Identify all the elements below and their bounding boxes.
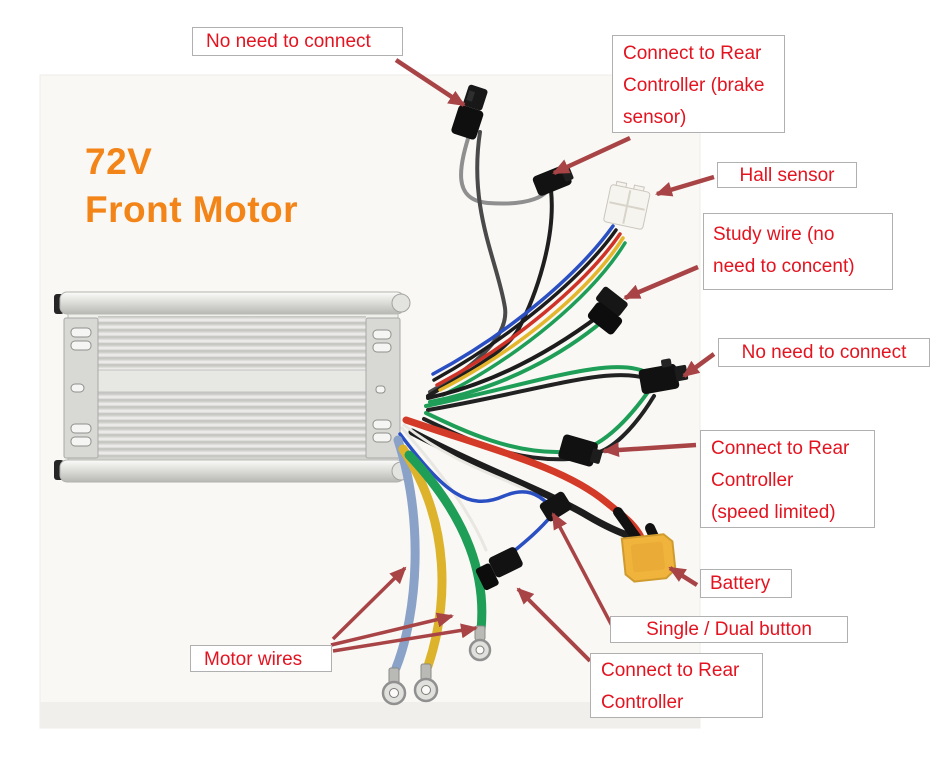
arrow-motor-wire-yellow bbox=[330, 612, 454, 647]
label-speed-limited: Connect to Rear Controller (speed limite… bbox=[700, 430, 875, 528]
connector-rear-controller bbox=[475, 547, 523, 591]
label-study-wire: Study wire (no need to concent) bbox=[703, 213, 893, 290]
annotation-arrows bbox=[330, 58, 716, 663]
arrow-no-connect-top bbox=[394, 58, 466, 107]
arrow-study-wire bbox=[623, 264, 699, 301]
label-single-dual-button: Single / Dual button bbox=[610, 616, 848, 643]
connector-study-wire bbox=[587, 286, 628, 335]
battery-xt60-connector bbox=[620, 533, 677, 583]
right-bracket bbox=[365, 317, 401, 459]
label-no-need-to-connect-right: No need to connect bbox=[718, 338, 930, 367]
label-no-need-to-connect-top: No need to connect bbox=[192, 27, 403, 56]
label-rear-controller: Connect to Rear Controller bbox=[590, 653, 763, 718]
label-battery: Battery bbox=[700, 569, 792, 598]
left-bracket bbox=[63, 317, 99, 459]
ring-terminal-yellow bbox=[413, 663, 439, 703]
arrow-brake-sensor bbox=[552, 135, 631, 176]
connector-hall-sensor bbox=[603, 180, 651, 230]
product-title: 72V Front Motor bbox=[85, 138, 298, 234]
controller-heatsink bbox=[54, 291, 411, 483]
arrow-motor-wire-green bbox=[332, 623, 478, 653]
product-title-motor: Front Motor bbox=[85, 189, 299, 230]
arrow-hall-sensor bbox=[655, 174, 715, 197]
label-motor-wires: Motor wires bbox=[190, 645, 332, 672]
arrow-single-dual bbox=[551, 512, 622, 642]
arrow-no-connect-right bbox=[682, 352, 716, 378]
product-title-voltage: 72V bbox=[85, 141, 153, 182]
ring-terminal-blue bbox=[381, 667, 407, 706]
arrow-motor-wire-blue bbox=[331, 566, 407, 641]
arrow-battery bbox=[668, 566, 699, 587]
arrow-rear-controller bbox=[516, 587, 592, 663]
connector-speed-limited bbox=[558, 434, 603, 467]
label-hall-sensor: Hall sensor bbox=[717, 162, 857, 188]
arrow-speed-limited bbox=[602, 442, 697, 458]
connector-no-connect-top bbox=[451, 84, 488, 140]
label-brake-sensor: Connect to Rear Controller (brake sensor… bbox=[612, 35, 785, 133]
